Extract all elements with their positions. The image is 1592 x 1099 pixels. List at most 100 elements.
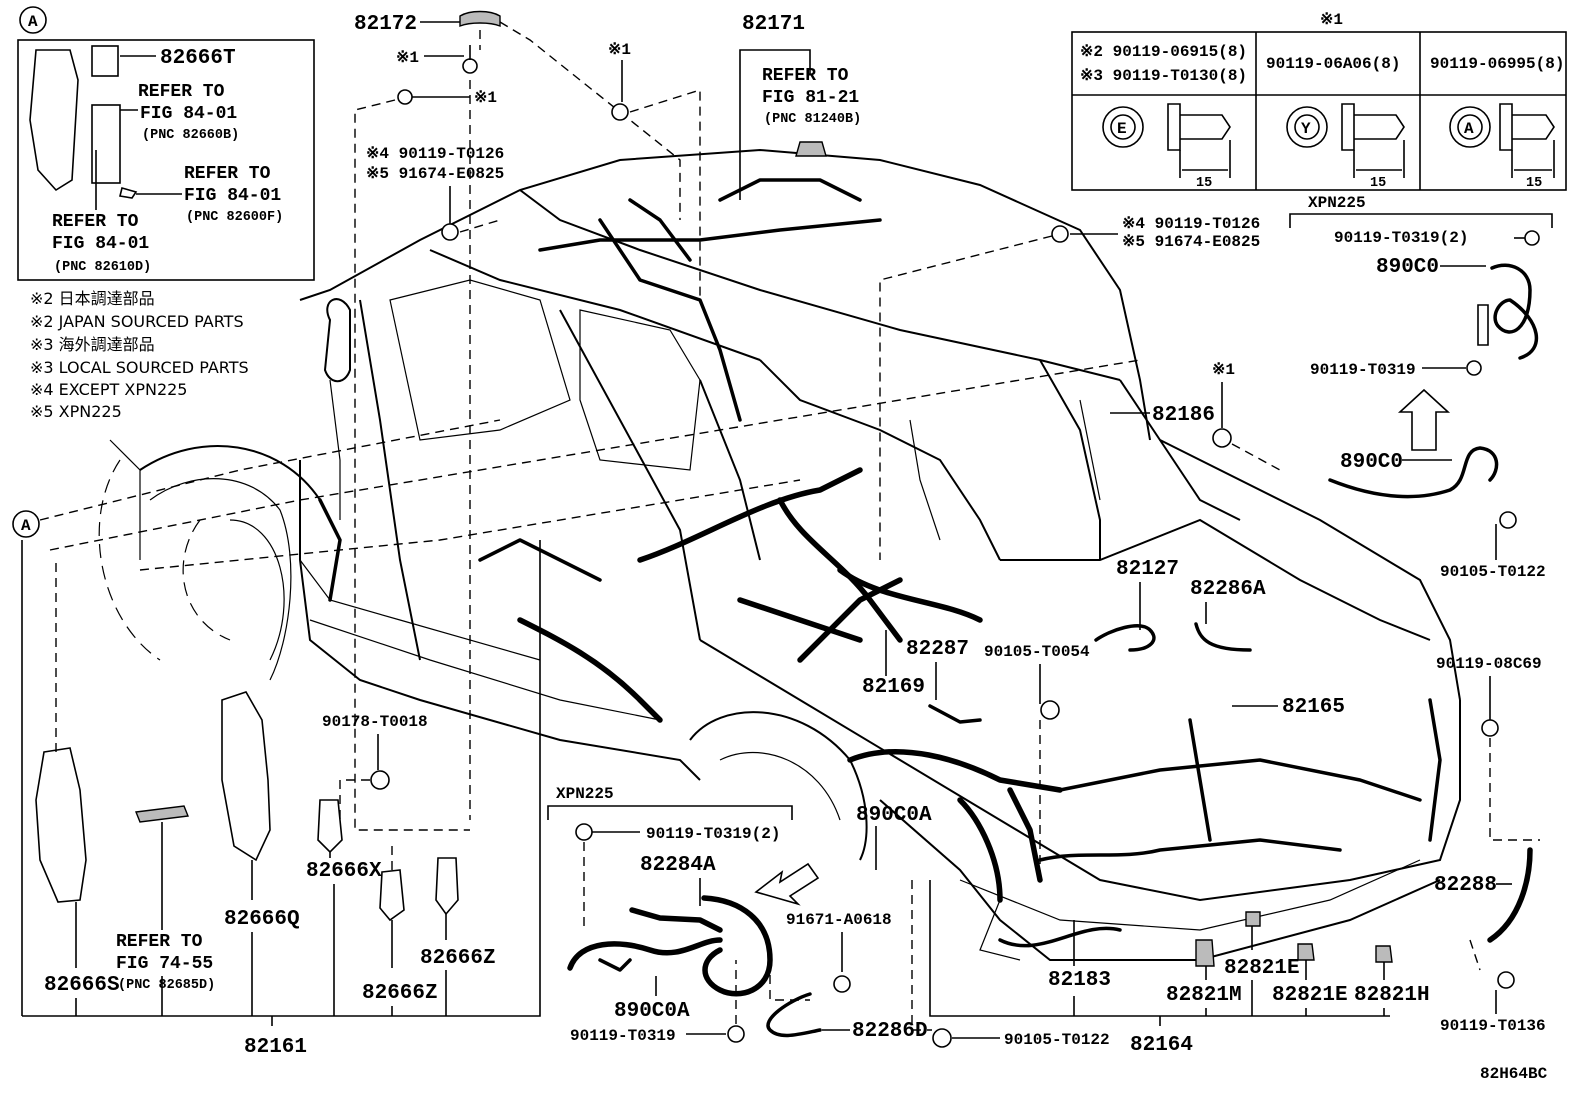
part-82666x-label: 82666X [306,860,382,883]
right-alt-line2: ※5 91674-E0825 [1122,233,1260,251]
mark-1b: ※1 [474,89,497,107]
ref-74-55-line2: FIG 74-55 [116,954,213,974]
ref-a-badge [12,510,40,538]
part-82666q-label: 82666Q [224,908,300,931]
mark-1a: ※1 [396,49,419,67]
part-90119-08c69-label: 90119-08C69 [1436,655,1542,673]
part-90105-t0054-label: 90105-T0054 [984,643,1090,661]
bolt-dim-a: 15 [1526,176,1542,191]
note-2: ※2 JAPAN SOURCED PARTS [30,312,244,331]
part-82821m-label: 82821M [1166,984,1242,1007]
part-82183-label: 82183 [1048,969,1111,992]
bolt-icon-90105-t0122b [932,1028,952,1048]
xpn225-right-group: XPN225 90119-T0319(2) 890C0 90119-T0319 [1289,194,1553,451]
bolt-col1-line2: ※3 90119-T0130(8) [1080,67,1247,85]
part-82821e-a-label: 82821E [1224,957,1300,980]
bolt-icon-xpn-b2 [727,1025,745,1043]
bolt-head-a [1449,106,1491,148]
inset-ref1-line2: FIG 84-01 [140,104,237,124]
inset-ref2-line1: REFER TO [184,164,271,184]
part-82172-label: 82172 [354,13,417,36]
part-82287-label: 82287 [906,638,969,661]
pad-drawing [135,805,189,823]
harness-82127 [1094,624,1156,652]
part-82666z-b-label: 82666Z [420,947,496,970]
right-alt-line1: ※4 90119-T0126 [1122,215,1260,233]
vehicle-outline [98,148,1461,961]
note-5: ※4 EXCEPT XPN225 [30,380,187,399]
bolt-head-y [1286,106,1328,148]
bolt-col3-label: 90119-06995(8) [1430,55,1564,73]
bolt-icon-91671-a0618 [833,975,851,993]
bracket-82666s-drawing [35,747,87,903]
inset-ref3-line3: (PNC 82610D) [54,260,151,275]
inset-ref1-line1: REFER TO [138,82,225,102]
ref-81-21-line1: REFER TO [762,66,849,86]
part-90105-t0122b-label: 90105-T0122 [1004,1031,1110,1049]
inset-ref3-line1: REFER TO [52,212,139,232]
note-4: ※3 LOCAL SOURCED PARTS [30,358,249,377]
part-82165-label: 82165 [1282,696,1345,719]
note-1: ※2 日本調達部品 [30,289,155,308]
bolt-icon-90119-08c69 [1481,719,1499,737]
bracket-82666x-drawing [317,799,343,854]
xpn-right-bolt2: 90119-T0319(2) [1334,229,1468,247]
harness-82288 [1487,847,1533,943]
ref-74-55-line1: REFER TO [116,932,203,952]
bolt-table-title: ※1 [1320,11,1343,29]
inset-a-badge-label: A [28,13,38,31]
bolt-icon-90105-t0122 [1499,511,1517,529]
part-82666z-a-label: 82666Z [362,982,438,1005]
bolt-icon-xpn-r2 [1466,360,1482,376]
clip-82666t-drawing [91,45,119,77]
harness-82284a-b [701,895,773,997]
bolt-icon-top-d [441,223,459,241]
top-callouts: 82172 ※1 ※1 ※1 82171 REFER TO FIG 81-21 … [354,10,1281,831]
bolt-side-y [1341,103,1405,151]
inset-ref2-line3: (PNC 82600F) [186,210,283,225]
bolt-icon-xpn-r1 [1524,230,1540,246]
clip-82666z-b-drawing [435,857,459,916]
notes-legend: ※2 日本調達部品 ※2 JAPAN SOURCED PARTS ※3 海外調達… [30,289,249,421]
clip-82666z-a-drawing [379,869,405,922]
part-82286d-label: 82286D [852,1020,928,1043]
harness-82284a [629,907,723,933]
bolt-dim-e: 15 [1196,176,1212,191]
bolt-icon-82186 [1212,428,1232,448]
part-82666s-label: 82666S [44,974,120,997]
inset-ref1-line3: (PNC 82660B) [142,128,239,143]
part-82284a-label: 82284A [640,854,716,877]
bolt-head-y-letter: Y [1301,120,1311,138]
right-callouts: 82186 890C0 90105-T0122 82127 82286A 822… [786,404,1548,1083]
up-arrow-icon [1397,388,1451,451]
left-alt-line1: ※4 90119-T0126 [366,145,504,163]
clamp-drawing [795,141,827,157]
inset-ref3-line2: FIG 84-01 [52,234,149,254]
part-82666t-label: 82666T [160,47,236,70]
wire-harness-art [318,178,1442,948]
part-82169-label: 82169 [862,676,925,699]
part-82821h-label: 82821H [1354,984,1430,1007]
part-82288-label: 82288 [1434,874,1497,897]
ref-a-badge-label: A [21,517,31,535]
connector-82821m [1195,939,1215,967]
bolt-head-e-letter: E [1117,120,1127,138]
xpn-bottom-bolt: 90119-T0319 [570,1027,676,1045]
left-alt-line2: ※5 91674-E0825 [366,165,504,183]
xpn-bottom-bolt2: 90119-T0319(2) [646,825,780,843]
xpn-right-conn: 890C0 [1376,256,1439,279]
part-82171-label: 82171 [742,13,805,36]
diagonal-arrow-icon [754,862,820,906]
xpn-bottom-label: XPN225 [556,785,614,803]
harness-82286d [766,992,822,1038]
inset-a-panel: A 82666T REFER TO FIG 84-01 (PNC 82660B)… [17,6,315,281]
bolt-dim-y: 15 [1370,176,1386,191]
part-82286a-label: 82286A [1190,578,1266,601]
xpn-right-bolt: 90119-T0319 [1310,361,1416,379]
bolt-icon-90105-t0054 [1040,700,1060,720]
note-6: ※5 XPN225 [30,402,122,421]
connector-drawing [119,187,138,199]
inset-a-badge [19,6,47,34]
mark-1c: ※1 [608,41,631,59]
connector-82821e-a [1245,911,1261,927]
